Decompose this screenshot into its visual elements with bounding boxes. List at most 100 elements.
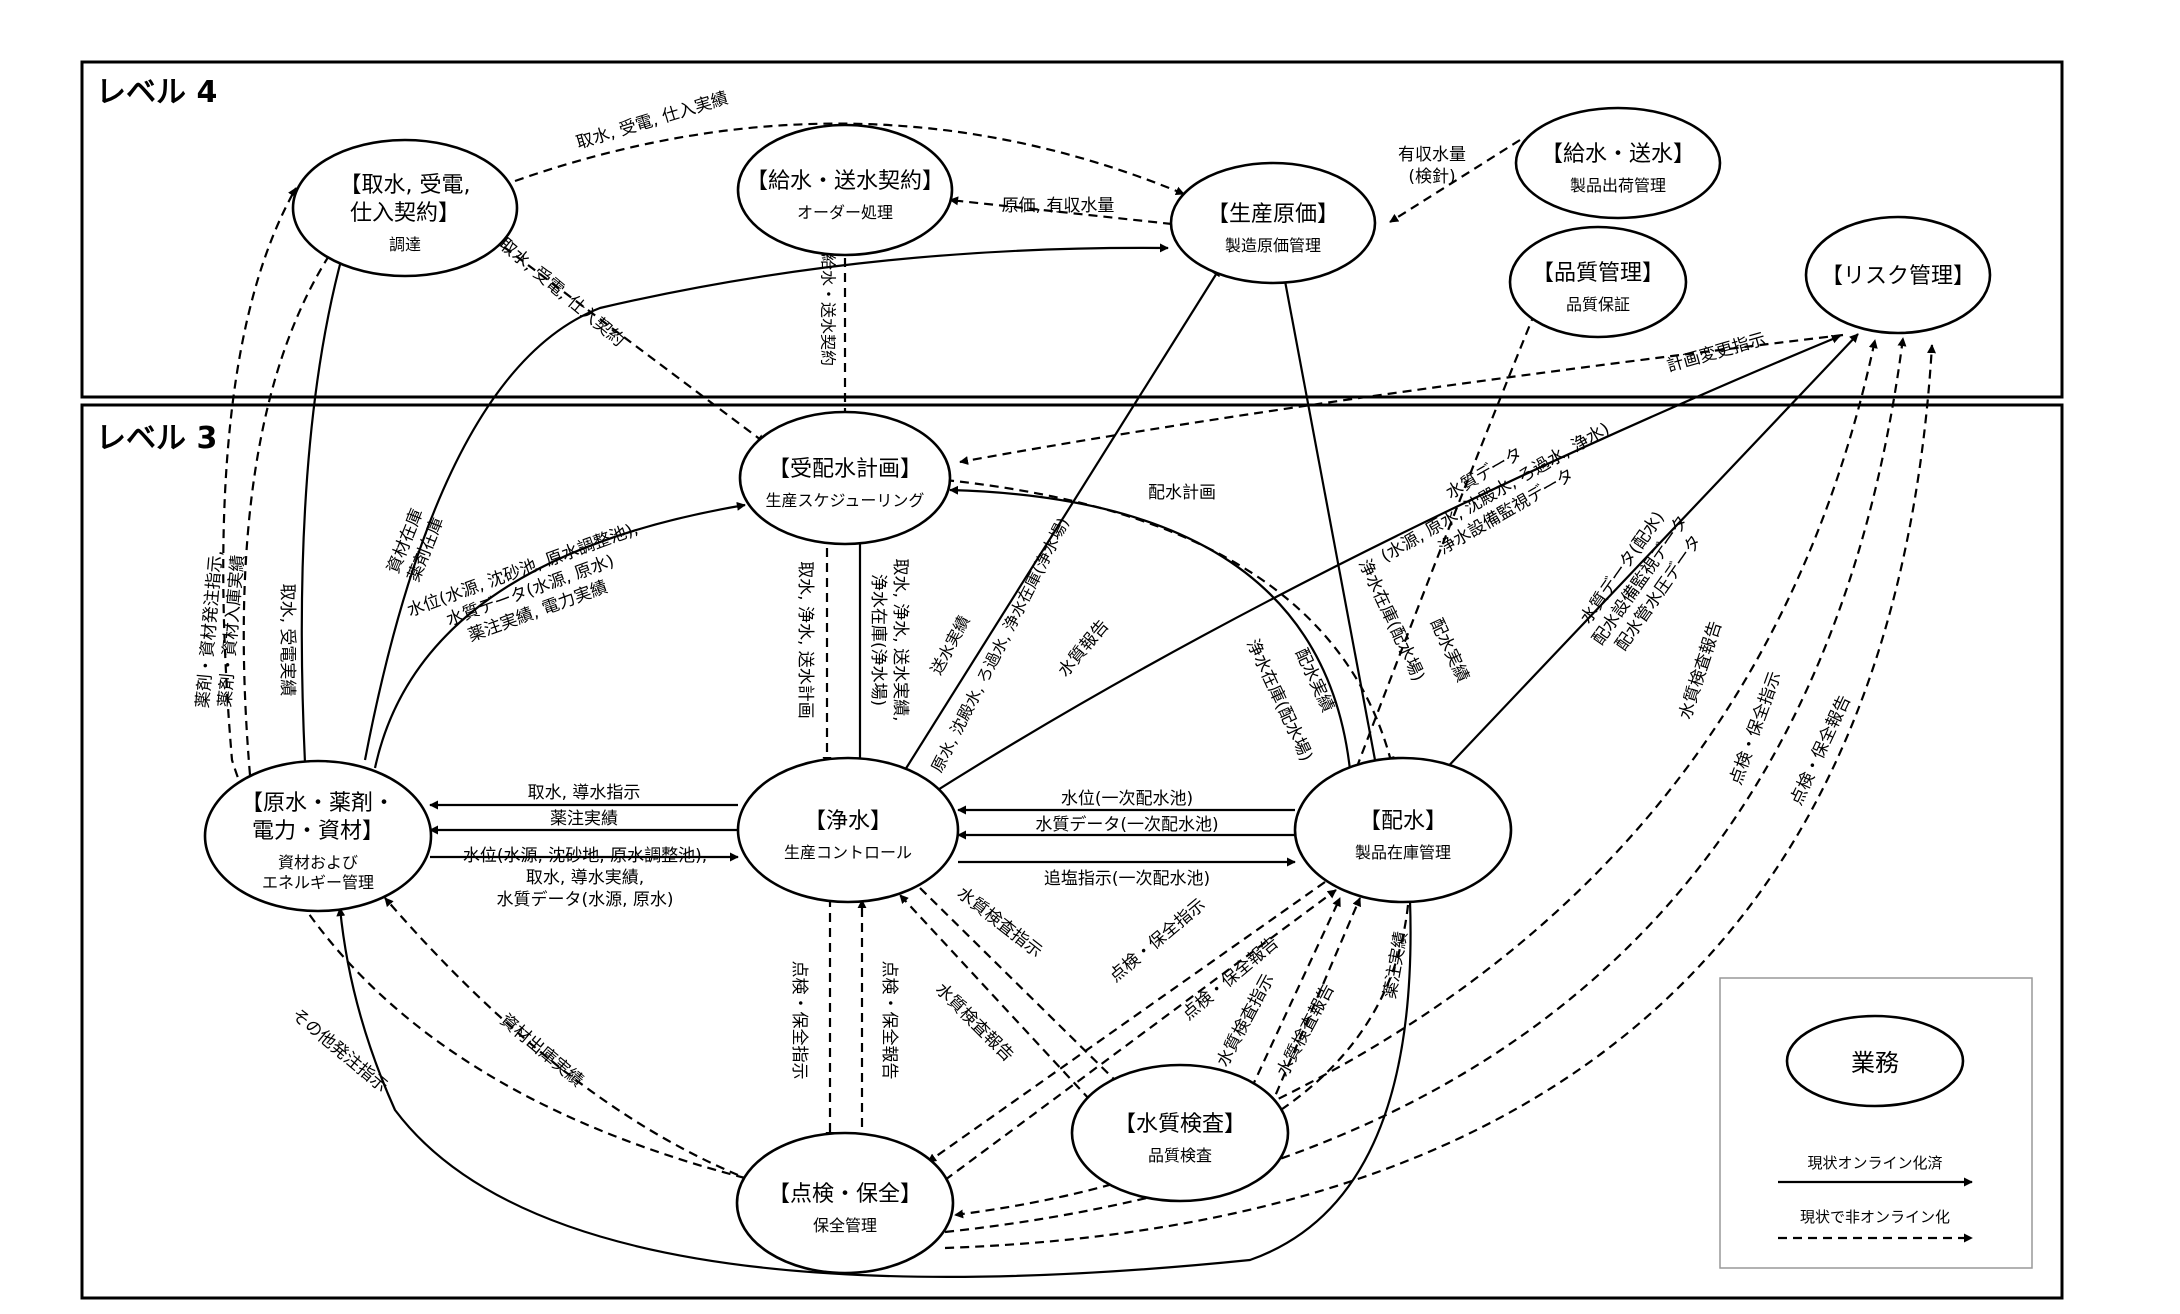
node-dist-title: 【配水】	[1359, 809, 1447, 834]
edge-label-e5: 給水・送水契約	[818, 254, 837, 366]
edge-label-e28: 水位(水源, 沈砂地, 原水調整池),取水, 導水実績,水質データ(水源, 原水…	[463, 846, 707, 910]
node-plan-subtitle: 生産スケジューリング	[766, 491, 925, 510]
node-quality-title: 【品質管理】	[1532, 261, 1664, 286]
edge-label-e3: 原価, 有収水量	[1002, 196, 1115, 216]
node-purify-subtitle: 生産コントロール	[784, 843, 912, 862]
edge-label-e17: 送水実績	[927, 612, 974, 677]
node-purify-title: 【浄水】	[804, 809, 892, 834]
node-plan-title: 【受配水計画】	[768, 457, 922, 482]
node-maint-ellipse	[735, 1131, 955, 1275]
edge-label-e31: 追塩指示(一次配水池)	[1044, 869, 1210, 889]
node-material-subtitle: エネルギー管理	[262, 873, 374, 892]
edge-label-e42: その他発注指示	[287, 1005, 391, 1097]
edge-plan-to-dist	[944, 478, 1395, 766]
node-maint-title: 【点検・保全】	[768, 1182, 922, 1207]
edge-label-e23: 水質検査報告	[1676, 619, 1727, 722]
node-supply-ellipse	[291, 138, 519, 278]
node-material-title: 【原水・薬剤・	[241, 791, 395, 816]
edge-dist-to-cost	[1279, 264, 1377, 761]
edge-label-e4: 取水, 受電, 仕入契約	[495, 234, 629, 351]
edge-dist-to-plan	[949, 485, 1352, 771]
legend-dashed-label: 現状で非オンライン化	[1800, 1208, 1950, 1226]
node-order-title: 【給水・送水契約】	[746, 169, 944, 194]
legend-node-ellipse	[1785, 1014, 1965, 1108]
node-risk-ellipse	[1804, 215, 1992, 335]
edge-label-e34: 点検・保全指示	[789, 961, 809, 1080]
edge-material-to-supply-dashed	[242, 247, 335, 776]
node-ship-title: 【給水・送水】	[1541, 142, 1695, 167]
node-material-subtitle: 資材および	[278, 853, 358, 872]
edge-supply-to-plan	[491, 237, 766, 444]
edge-purify-to-risk	[924, 334, 1841, 799]
node-supply-subtitle: 調達	[389, 235, 421, 254]
edge-ship-to-cost	[1389, 139, 1521, 223]
node-risk-title: 【リスク管理】	[1821, 264, 1975, 289]
edge-test-to-risk	[1237, 339, 1878, 1120]
level3-label: レベル 3	[96, 421, 217, 456]
edge-maint-to-supply	[222, 187, 746, 1180]
node-cost-ellipse	[1169, 161, 1377, 285]
legend-node-label: 業務	[1851, 1049, 1899, 1077]
edge-label-e8: 配水計画	[1148, 483, 1216, 503]
edge-label-e11: 資材在庫薬剤在庫	[384, 506, 449, 585]
node-supply-title: 【取水, 受電,	[340, 173, 471, 198]
edge-label-e16: 取水, 浄水, 送水実績,浄水在庫(浄水場)	[868, 558, 910, 721]
edge-label-e15: 取水, 浄水, 送水計画	[795, 561, 815, 719]
edge-label-e10: 水質データ(配水)配水設備監視データ配水管水圧データ	[1570, 499, 1711, 662]
edge-test-to-dist-1	[1244, 897, 1341, 1103]
edge-label-e14: 水位(水源, 沈砂池, 原水調整池),水質データ(水源, 原水)薬注実績, 電力…	[405, 519, 657, 663]
edge-label-e20: 配水実績	[1426, 615, 1473, 685]
edge-label-e40: 薬注実績	[1380, 930, 1412, 1000]
legend-box	[1719, 977, 2033, 1269]
node-maint-subtitle: 保全管理	[813, 1216, 877, 1235]
node-material-title: 電力・資材】	[252, 819, 384, 844]
edge-label-e19: 浄水在庫(配水場)	[1354, 556, 1428, 684]
node-order-subtitle: オーダー処理	[797, 203, 893, 222]
node-purify-ellipse	[736, 756, 960, 904]
edge-label-e6: 計画変更指示	[1664, 329, 1768, 376]
edge-label-e12: 薬剤・資材発注指示,薬剤・資材入庫実績	[193, 549, 249, 710]
edge-label-e36: 点検・保全指示	[1106, 895, 1210, 987]
node-cost-title: 【生産原価】	[1207, 202, 1339, 227]
edge-label-e33: 水質検査報告	[931, 980, 1017, 1066]
legend-solid-label: 現状オンライン化済	[1807, 1154, 1942, 1172]
edge-purify-to-cost	[904, 267, 1221, 771]
edge-dist-to-quality	[1328, 304, 1540, 839]
node-cost-subtitle: 製造原価管理	[1225, 236, 1321, 255]
edge-purify-to-test	[919, 887, 1126, 1091]
node-test-title: 【水質検査】	[1114, 1112, 1246, 1137]
edge-label-e7: 水質データ(水源, 原水, 沈殿水, ろ過水, 浄水)浄水設備監視データ	[1366, 399, 1624, 586]
node-ship-ellipse	[1514, 106, 1722, 220]
edge-label-e30: 水質データ(一次配水池)	[1035, 814, 1218, 835]
edge-risk-to-plan	[959, 333, 1844, 465]
edge-cost-to-order	[949, 196, 1173, 226]
node-order-ellipse	[736, 123, 954, 257]
edge-dist-to-maint-bottom	[954, 904, 1410, 1219]
level4-label: レベル 4	[96, 75, 217, 110]
edge-label-e29: 水位(一次配水池)	[1061, 789, 1193, 809]
edge-dist-to-maint	[927, 881, 1326, 1163]
edge-label-e24: 点検・保全指示	[1726, 669, 1785, 788]
node-ship-subtitle: 製品出荷管理	[1570, 176, 1666, 195]
edge-label-e2: 有収水量(検針)	[1398, 145, 1466, 187]
edge-label-e26: 取水, 導水指示	[528, 783, 641, 803]
node-supply-title: 仕入契約】	[350, 201, 460, 226]
edge-maint-to-risk-2	[944, 344, 1937, 1250]
edge-supply-to-cost	[514, 122, 1185, 196]
node-test-subtitle: 品質検査	[1148, 1146, 1212, 1165]
edge-label-e27: 薬注実績	[550, 809, 618, 829]
edge-label-e41: 資材出庫実績	[496, 1010, 587, 1091]
node-quality-subtitle: 品質保証	[1566, 295, 1630, 314]
edge-label-e32: 水質検査指示	[953, 883, 1046, 962]
level3-frame	[80, 403, 2064, 1300]
edge-material-to-supply	[300, 245, 348, 764]
edge-material-to-cost	[363, 243, 1169, 761]
edge-label-e21: 配水実績	[1291, 645, 1338, 715]
level4-frame	[80, 60, 2064, 399]
node-dist-subtitle: 製品在庫管理	[1355, 843, 1451, 862]
edge-label-e9: 水質報告	[1054, 616, 1113, 681]
node-test-ellipse	[1070, 1063, 1290, 1203]
edge-material-to-purify-curve	[373, 501, 746, 769]
edge-label-e13: 取水, 受電実績	[277, 584, 297, 697]
edge-test-to-purify	[899, 894, 1091, 1101]
